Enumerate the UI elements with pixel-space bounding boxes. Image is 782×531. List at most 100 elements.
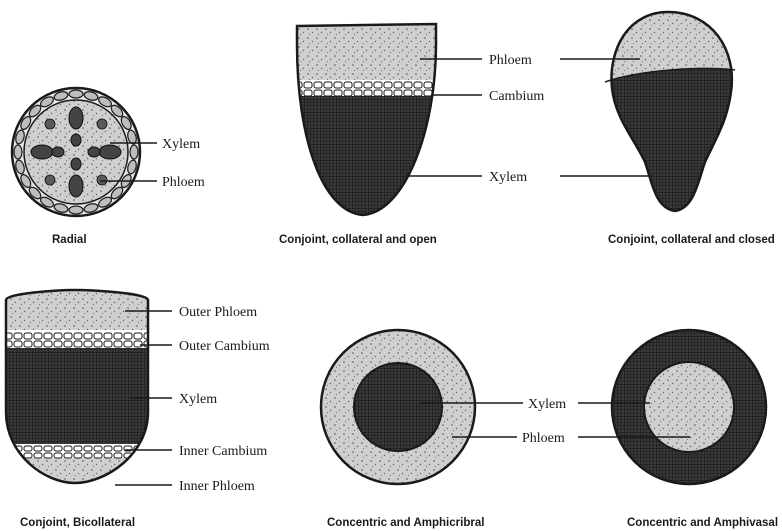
cambium-cell [404,90,412,96]
cambium-cell [74,341,82,347]
cambium-cell [424,90,432,96]
cambium-cell [44,341,52,347]
cambium-cell [94,341,102,347]
open-bundle: Phloem Cambium Xylem Conjoint, collatera… [279,20,544,246]
amphivasal-bundle: Concentric and Amphivasal [578,330,778,529]
bic-outer-cambium-label: Outer Cambium [179,339,270,354]
cambium-cell [94,453,102,458]
cambium-cell [34,333,42,339]
cambium-cell [64,453,72,458]
cambium-cell [74,453,82,458]
cambium-cell [64,333,72,339]
cambium-cell [54,453,62,458]
cambium-cell [374,82,382,88]
closed-caption: Conjoint, collateral and closed [608,234,775,246]
cambium-cell [124,341,132,347]
cambium-cell [34,341,42,347]
bic-caption: Conjoint, Bicollateral [20,517,135,529]
bic-outer-phloem [0,285,160,333]
cambium-cell [374,90,382,96]
cambium-cell [104,341,112,347]
cambium-cell [114,341,122,347]
cambium-cell [104,333,112,339]
cambium-cell [114,446,122,451]
cambium-cell [114,453,122,458]
radial-phloem-label: Phloem [162,175,205,190]
amphicribral-xylem-label: Xylem [528,397,566,412]
cambium-cell [364,90,372,96]
cambium-cell [424,82,432,88]
cambium-cell [94,333,102,339]
cambium-cell [24,453,32,458]
cambium-cell [304,82,312,88]
amphicribral-phloem-label: Phloem [522,431,565,446]
cambium-cell [394,90,402,96]
cambium-cell [404,82,412,88]
closed-xylem [605,69,735,221]
cambium-cell [334,90,342,96]
cambium-cell [44,333,52,339]
radial-ring-cell [69,90,83,98]
open-xylem-label: Xylem [489,170,527,185]
bic-inner-cambium-label: Inner Cambium [179,444,267,459]
cambium-cell [334,82,342,88]
cambium-cell [84,341,92,347]
cambium-cell [84,446,92,451]
radial-ring-cell [14,145,22,159]
cambium-cell [354,82,362,88]
cambium-cell [4,446,12,451]
amphicribral-bundle: Xylem Phloem Concentric and Amphicribral [321,330,566,529]
amphivasal-caption: Concentric and Amphivasal [627,517,778,529]
cambium-cell [384,82,392,88]
bicollateral-bundle: Outer Phloem Outer Cambium Xylem Inner C… [0,285,270,529]
cambium-cell [44,453,52,458]
cambium-cell [24,341,32,347]
radial-caption: Radial [52,234,87,246]
bic-inner-phloem-label: Inner Phloem [179,479,255,494]
open-phloem-label: Phloem [489,53,532,68]
amphivasal-phloem [644,362,734,452]
cambium-cell [134,333,142,339]
cambium-cell [104,453,112,458]
cambium-cell [54,341,62,347]
cambium-cell [64,341,72,347]
radial-ring-cell [69,206,83,214]
cambium-cell [84,453,92,458]
open-phloem [290,20,440,86]
cambium-cell [344,90,352,96]
cambium-cell [14,341,22,347]
cambium-cell [74,446,82,451]
cambium-cell [124,333,132,339]
cambium-cell [114,333,122,339]
amphicribral-xylem [354,363,442,451]
closed-bundle: Conjoint, collateral and closed [560,8,775,246]
cambium-cell [304,90,312,96]
cambium-cell [14,333,22,339]
cambium-cell [84,333,92,339]
bic-outer-phloem-label: Outer Phloem [179,305,257,320]
cambium-cell [24,446,32,451]
cambium-cell [414,82,422,88]
cambium-cell [144,453,152,458]
cambium-cell [34,453,42,458]
bic-xylem [0,348,160,446]
cambium-cell [54,446,62,451]
cambium-cell [64,446,72,451]
cambium-cell [34,446,42,451]
cambium-cell [344,82,352,88]
cambium-cell [24,333,32,339]
cambium-cell [324,82,332,88]
radial-xylem-label: Xylem [162,137,200,152]
radial-ring-cell [130,145,138,159]
cambium-cell [94,446,102,451]
open-cambium-label: Cambium [489,89,544,104]
cambium-cell [314,82,322,88]
cambium-cell [314,90,322,96]
cambium-cell [4,453,12,458]
cambium-cell [44,446,52,451]
open-caption: Conjoint, collateral and open [279,234,437,246]
cambium-cell [394,82,402,88]
cambium-cell [414,90,422,96]
cambium-cell [74,333,82,339]
